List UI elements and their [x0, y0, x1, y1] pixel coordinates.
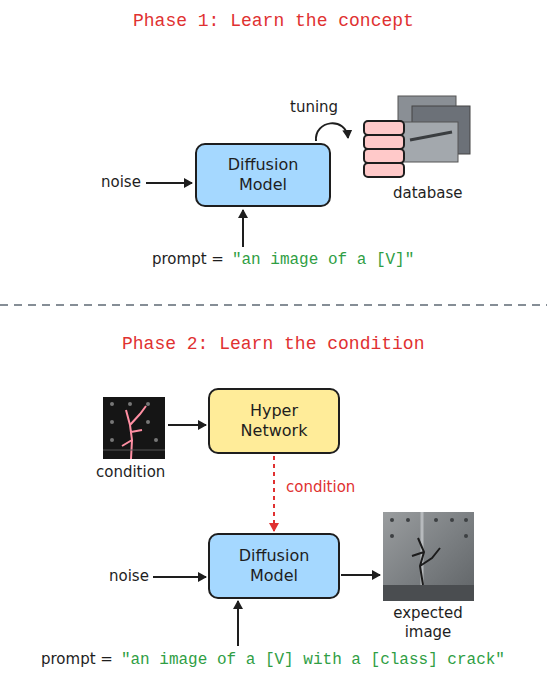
prompt-string: "an image of a [V]"	[232, 250, 414, 270]
expected-image	[383, 512, 474, 601]
database-images	[398, 96, 470, 162]
section-title: Phase 2: Learn the condition	[122, 333, 424, 355]
text-stack: Diffusion Model	[217, 155, 309, 195]
node-label: Diffusion Model	[228, 546, 320, 586]
noise-arrow	[146, 182, 192, 184]
prompt-row: prompt = "an image of a [V]"	[152, 250, 414, 270]
image-label: condition	[96, 463, 165, 482]
condition-connector	[273, 456, 275, 531]
output-arrow	[341, 574, 380, 576]
prompt-string: "an image of a [V] with a [class] crack"	[121, 650, 505, 670]
database-icon	[364, 121, 404, 177]
condition-arrow	[168, 424, 206, 426]
image-label: expected image	[388, 604, 468, 642]
text-stack: Hyper Network	[228, 401, 320, 441]
network-box: Hyper Network	[208, 388, 340, 454]
edge-label: condition	[284, 478, 357, 497]
text-stack: Diffusion Model	[228, 546, 320, 586]
section-title: Phase 1: Learn the concept	[133, 10, 414, 32]
database-label: database	[393, 184, 463, 203]
prompt-arrow	[237, 601, 239, 646]
input-label: noise	[109, 567, 149, 586]
input-label: noise	[101, 173, 141, 192]
noise-arrow	[153, 576, 206, 578]
tuning-arrow	[316, 123, 348, 141]
model-box: Diffusion Model	[208, 533, 340, 599]
node-label: Diffusion Model	[217, 155, 309, 195]
node-label: Hyper Network	[228, 401, 320, 441]
tuning-label: tuning	[290, 98, 338, 117]
prompt-row: prompt = "an image of a [V] with a [class…	[41, 650, 505, 670]
model-box: Diffusion Model	[195, 143, 331, 207]
prompt-label: prompt =	[152, 250, 224, 269]
condition-image	[103, 397, 165, 459]
divider	[0, 304, 547, 306]
prompt-arrow	[242, 210, 244, 247]
prompt-label: prompt =	[41, 650, 113, 669]
